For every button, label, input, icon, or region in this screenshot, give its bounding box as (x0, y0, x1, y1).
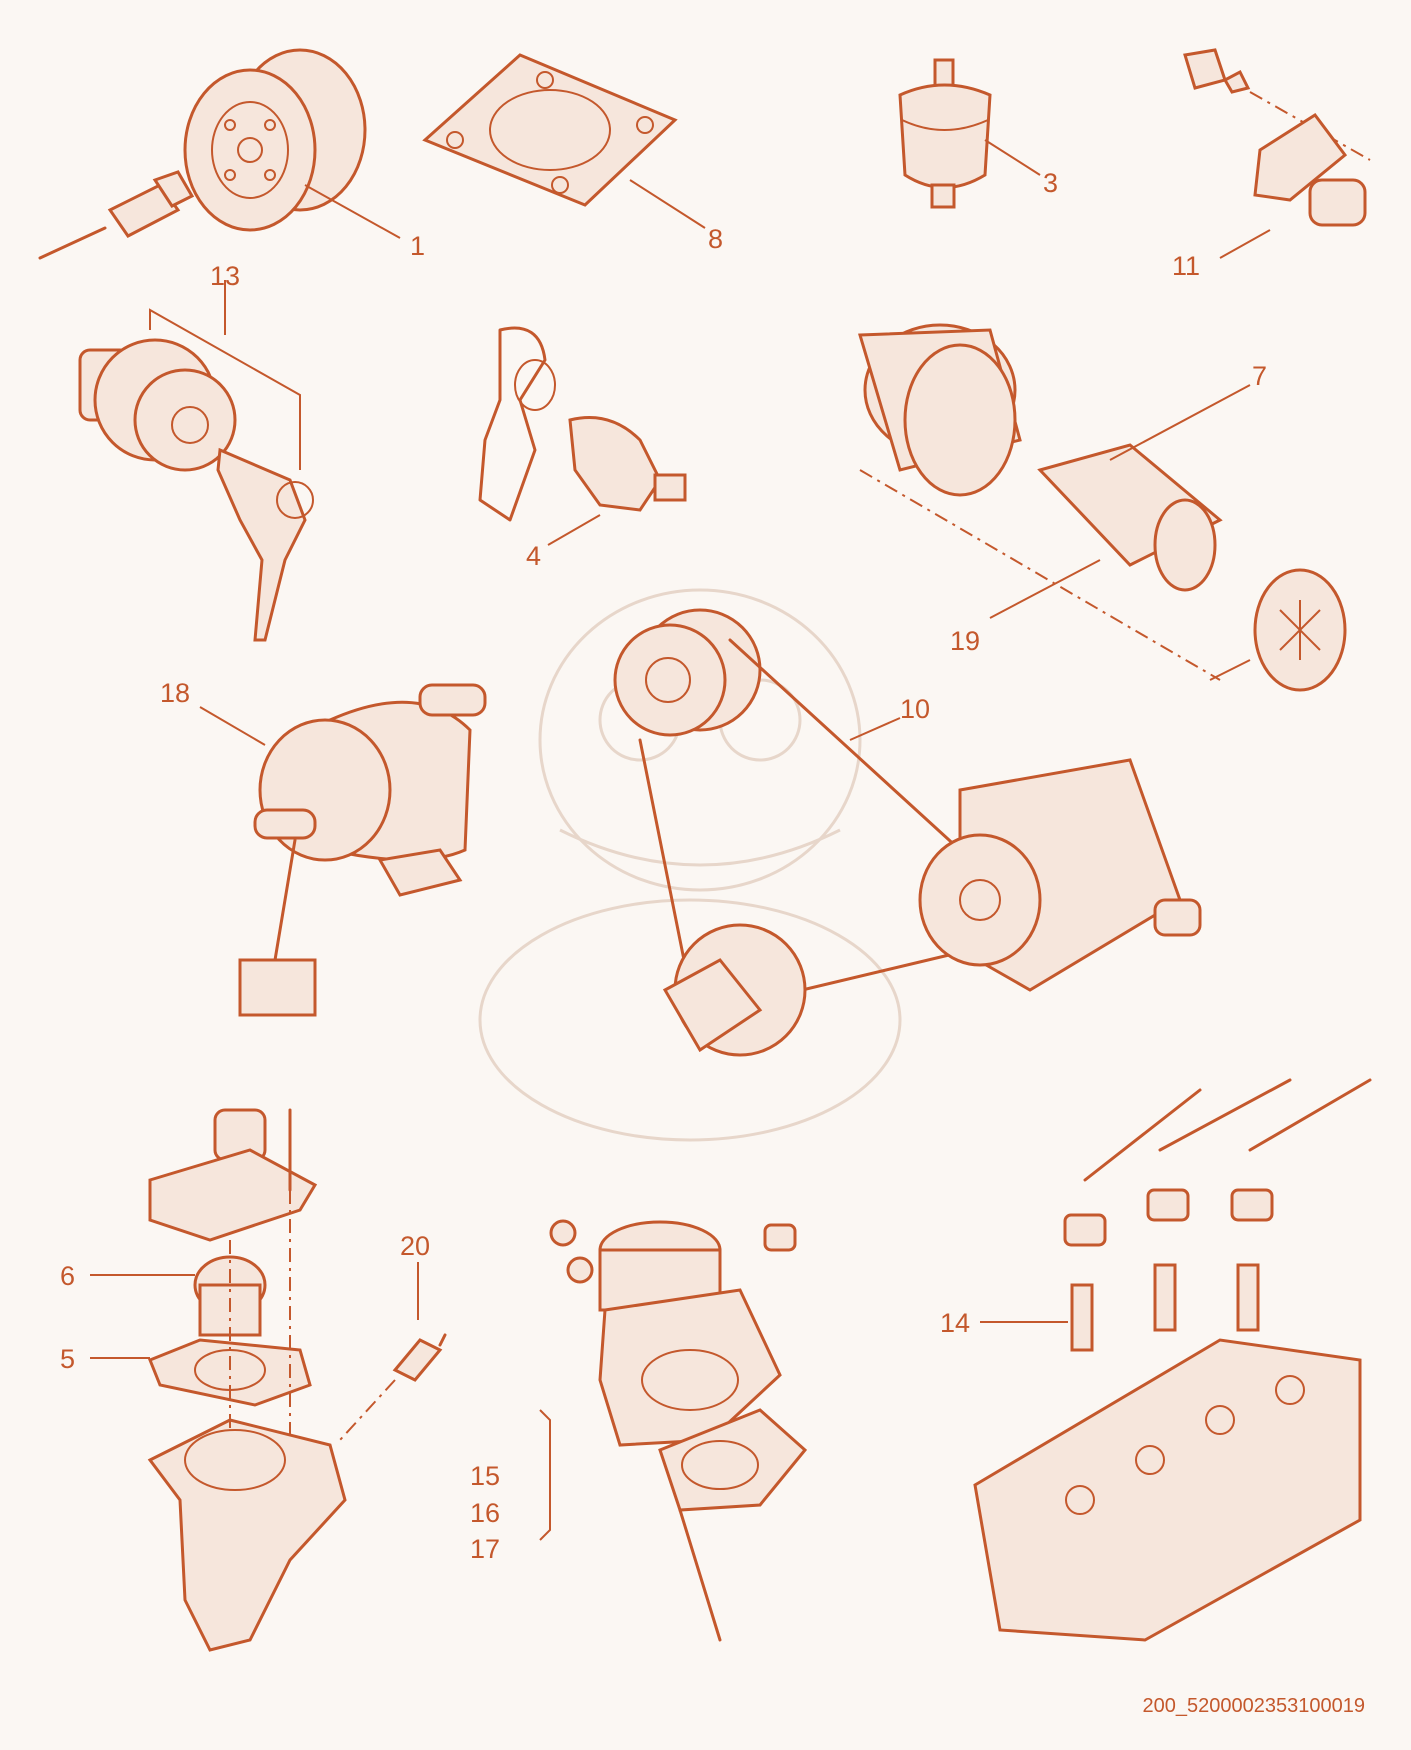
leader-3 (984, 139, 1041, 176)
callout-3: 3 (1043, 168, 1058, 198)
leader-11 (1219, 229, 1271, 259)
water-pump-housing[interactable] (539, 1219, 808, 1642)
glow-plugs-and-cylinder-head[interactable] (973, 1078, 1372, 1642)
fuel-pump[interactable] (238, 683, 487, 1017)
document-code: 200_5200002353100019 (1142, 1695, 1365, 1717)
callout-16: 16 (470, 1498, 500, 1528)
leader-1 (304, 184, 401, 239)
leader-4 (547, 514, 601, 546)
callout-11: 11 (1172, 251, 1200, 281)
callout-6: 6 (60, 1261, 75, 1291)
fuel-filter[interactable] (898, 58, 992, 209)
callout-13: 13 (210, 261, 240, 291)
leader-10 (849, 717, 901, 741)
callout-5: 5 (60, 1344, 75, 1374)
callout-4: 4 (526, 541, 541, 571)
thermostat-assembly[interactable] (147, 1108, 347, 1652)
oil-filter[interactable] (38, 48, 367, 260)
crank-sensor[interactable] (1183, 48, 1371, 227)
callout-17: 17 (470, 1534, 500, 1564)
air-cleaner[interactable] (858, 323, 1347, 692)
ignition-switch[interactable] (78, 280, 314, 642)
leader-7 (1109, 384, 1251, 461)
leader-19 (989, 559, 1101, 619)
callout-1: 1 (410, 231, 425, 261)
callout-19: 19 (950, 626, 980, 656)
temperature-sensor[interactable] (339, 1333, 447, 1441)
callout-20: 20 (400, 1231, 430, 1261)
oil-pressure-switch[interactable] (478, 326, 687, 522)
callout-10: 10 (900, 694, 930, 724)
leader-8 (629, 179, 706, 229)
callout-14: 14 (940, 1308, 970, 1338)
leader-18 (199, 706, 266, 746)
belt-and-alternator[interactable] (613, 608, 1202, 1057)
callout-7: 7 (1252, 361, 1267, 391)
callout-18: 18 (160, 678, 190, 708)
callout-15: 15 (470, 1461, 500, 1491)
callout-8: 8 (708, 224, 723, 254)
gasket[interactable] (422, 53, 678, 207)
